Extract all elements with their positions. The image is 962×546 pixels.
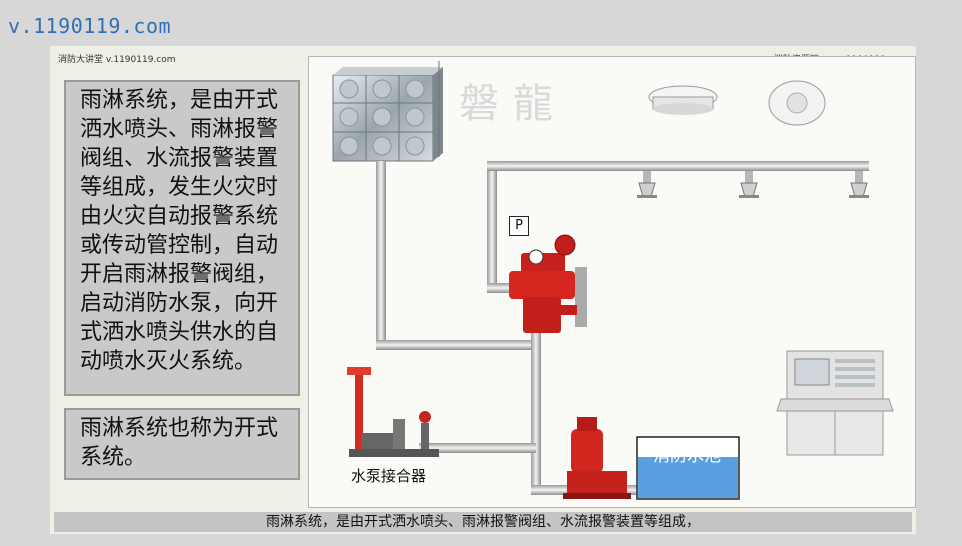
slide: 消防大讲堂 v.1190119.com 消防资源网 www.1190119.co… — [50, 46, 916, 534]
pressure-label: P — [509, 216, 529, 236]
sprinkler-head-icon — [637, 171, 657, 198]
diagram-panel: 磐龍 — [308, 56, 916, 508]
deluge-valve-icon — [509, 234, 587, 333]
sprinkler-head-icon — [739, 171, 759, 198]
main-text-box: 雨淋系统，是由开式洒水喷头、雨淋报警阀组、水流报警装置等组成，发生火灾时由火灾自… — [64, 80, 300, 396]
site-url[interactable]: v.1190119.com — [8, 14, 172, 38]
heat-detector-icon — [768, 80, 826, 126]
watermark: 磐龍 — [459, 81, 567, 127]
system-diagram — [332, 61, 894, 500]
smoke-detector-icon — [648, 85, 718, 115]
secondary-text-box: 雨淋系统也称为开式系统。 — [64, 408, 300, 480]
fire-pool-icon — [636, 436, 740, 500]
subtitle-caption: 雨淋系统，是由开式洒水喷头、雨淋报警阀组、水流报警装置等组成， — [54, 512, 912, 532]
pump-connector-label: 水泵接合器 — [351, 467, 427, 485]
sprinkler-head-icon — [849, 171, 869, 198]
fire-pool-label: 消防水池 — [653, 446, 721, 466]
water-tank-icon — [332, 61, 443, 162]
pump-connector-icon — [347, 367, 439, 457]
header-left: 消防大讲堂 v.1190119.com — [58, 55, 176, 65]
fire-pump-icon — [563, 417, 631, 499]
control-panel-icon — [776, 350, 894, 456]
